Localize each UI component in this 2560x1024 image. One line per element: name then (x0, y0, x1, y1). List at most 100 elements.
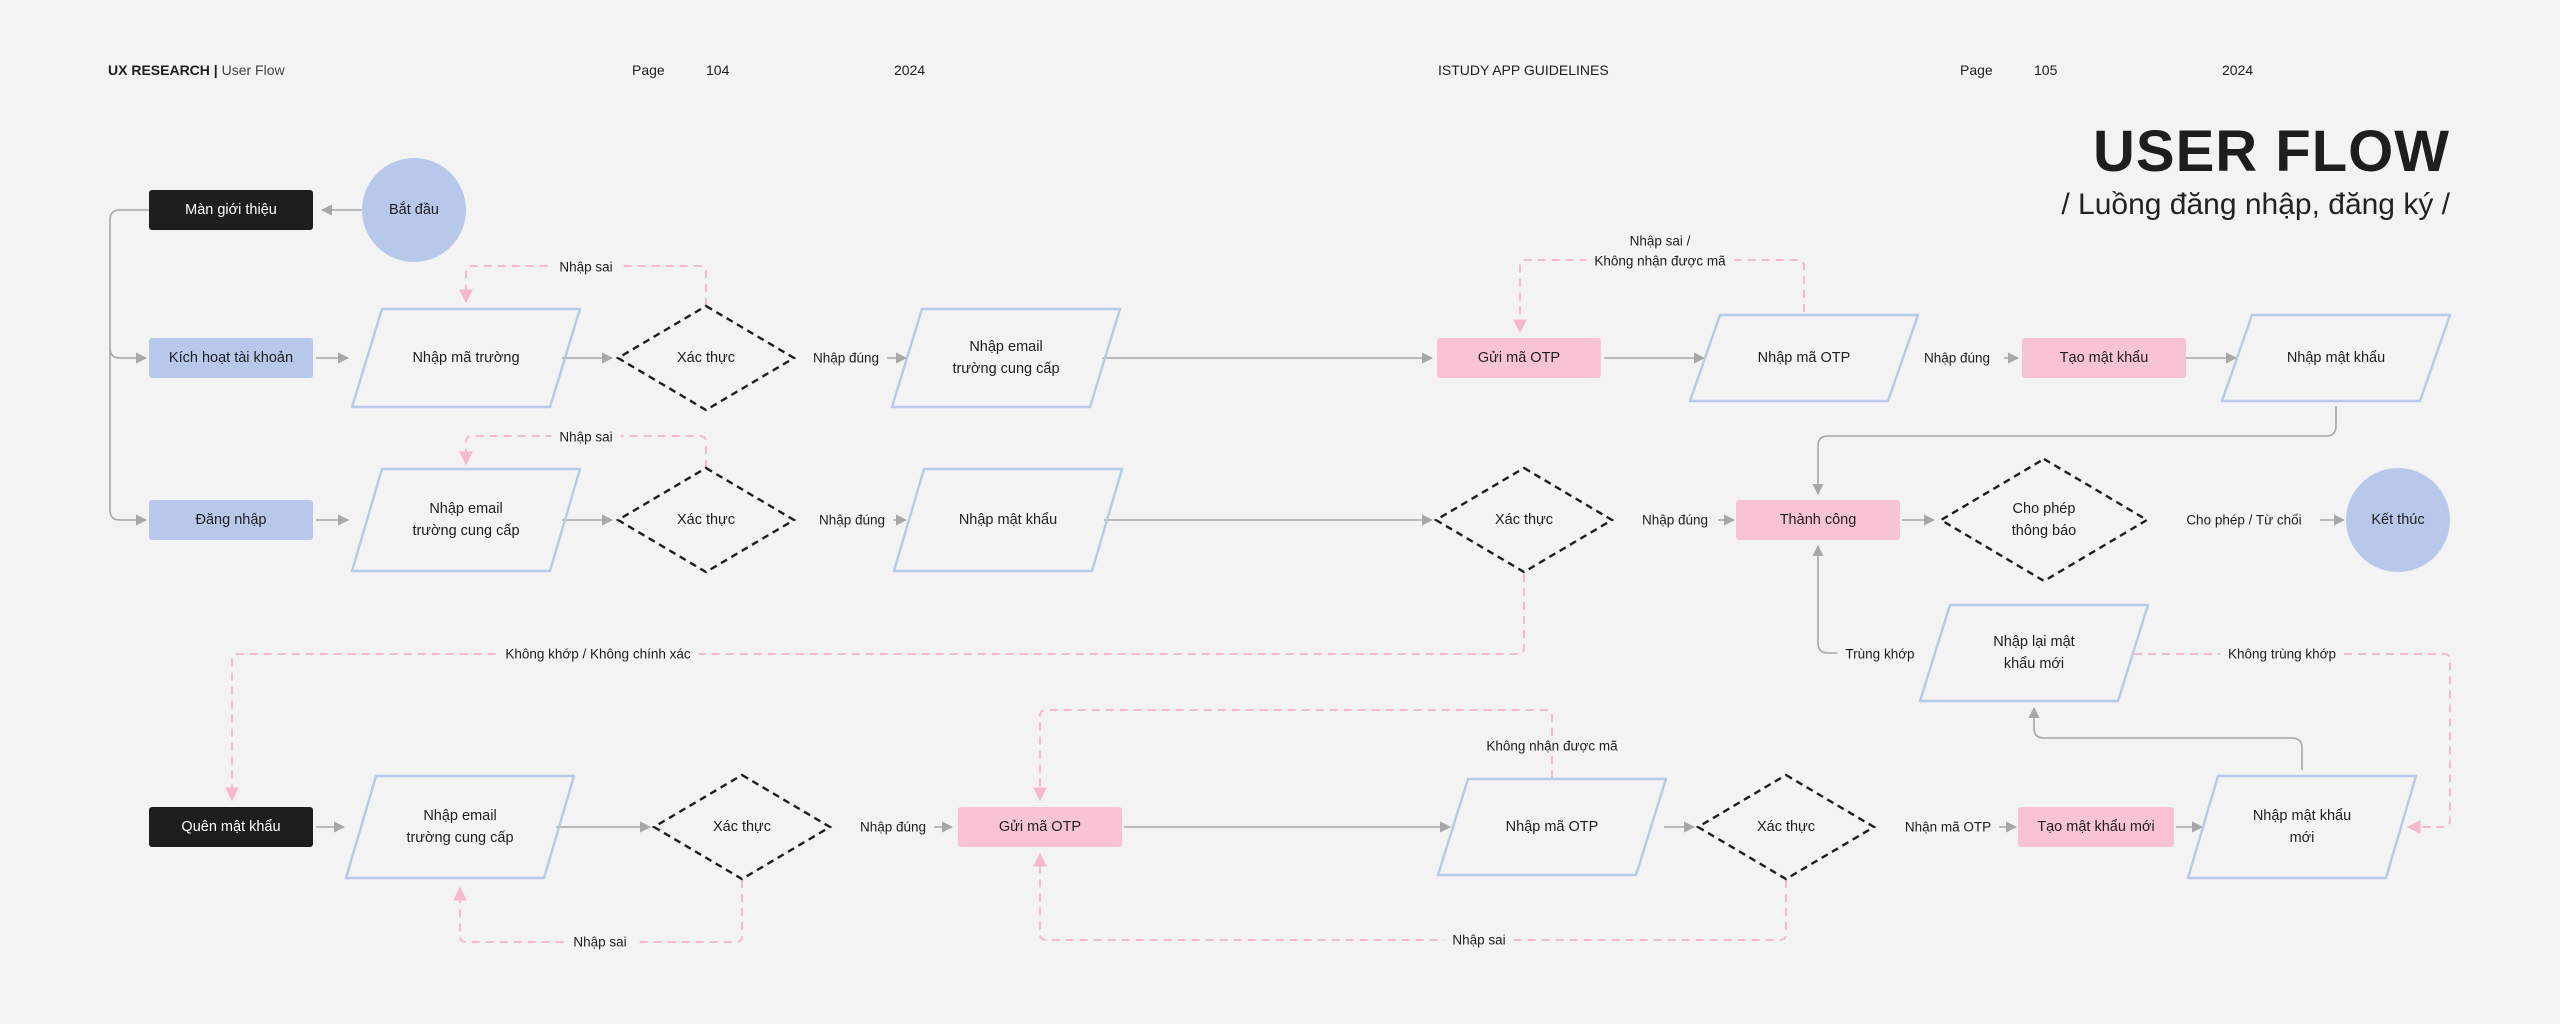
label-backdrop (551, 427, 621, 447)
edge-label-l-r1-ok: Nhập đúng (804, 348, 888, 368)
edge-label-l-match: Trùng khớp (1837, 644, 1923, 664)
header-year-right: 2024 (2222, 62, 2254, 78)
header-section-right: ISTUDY APP GUIDELINES (1438, 62, 1609, 78)
node-label: Nhập mật khẩu (2253, 808, 2351, 824)
edge-label-l-r2-ok2: Nhập đúng (1633, 510, 1717, 530)
node-label: Nhập mã OTP (1506, 819, 1599, 835)
node-r3-verify2: Xác thực (1695, 773, 1877, 881)
node-end: Kết thúc (2346, 468, 2450, 572)
label-backdrop (1896, 817, 2000, 837)
edge-label-text: Nhập đúng (819, 513, 885, 528)
edge-label-text: Nhập đúng (860, 820, 926, 835)
header-year-left: 2024 (894, 62, 926, 78)
io-shape (2186, 774, 2418, 880)
node-label: Xác thực (1757, 819, 1815, 835)
io-shape (1918, 603, 2150, 703)
label-backdrop (1837, 644, 1923, 664)
edge-label-l-r1-otp-ok: Nhập đúng (1915, 348, 1999, 368)
header-page-number-right: 105 (2034, 62, 2058, 78)
page-subtitle: / Luồng đăng nhập, đăng ký / (2061, 188, 2450, 221)
edge-r3-wrong-otp (1033, 852, 1787, 941)
node-label: Nhập mã trường (412, 350, 519, 366)
io-shape (344, 774, 576, 880)
edge-label-text: Nhập sai (1452, 933, 1505, 948)
io-shape (2220, 313, 2452, 403)
io-shape (892, 467, 1124, 573)
node-label: Gửi mã OTP (1478, 350, 1560, 366)
node-r1-otp-input: Nhập mã OTP (1688, 313, 1920, 403)
node-label: Xác thực (677, 350, 735, 366)
process-shape (149, 338, 313, 378)
edge-r2-wrong-loop (459, 435, 707, 468)
process-shape (1736, 500, 1900, 540)
node-r1-otp-send: Gửi mã OTP (1437, 338, 1601, 378)
node-label: Xác thực (713, 819, 771, 835)
node-label: mới (2290, 830, 2315, 846)
edge-label-l-r2-wrong: Nhập sai (551, 427, 621, 447)
header-page-number-left: 104 (706, 62, 730, 78)
edge-reenter-success (1812, 544, 1842, 654)
label-backdrop (810, 510, 894, 530)
edge-label-text: Không nhận được mã (1594, 254, 1726, 269)
node-r3-verify: Xác thực (651, 773, 833, 881)
node-r2-verify: Xác thực (615, 466, 797, 574)
node-label: khẩu mới (2004, 656, 2064, 672)
connectors (109, 204, 2346, 833)
io-shape (350, 467, 582, 573)
node-r1-create-pw: Tạo mật khẩu (2022, 338, 2186, 378)
label-backdrop (1586, 251, 1735, 271)
node-forgot: Quên mật khẩu (149, 807, 313, 847)
edge-branch-login (109, 348, 148, 526)
process-shape (2018, 807, 2174, 847)
node-label: Bắt đầu (389, 201, 439, 218)
edge-label-text: Nhập sai / (1630, 233, 1691, 248)
node-label: Thành công (1780, 512, 1857, 528)
edge-label-text: Nhập sai (559, 260, 612, 275)
node-activate: Kích hoạt tài khoản (149, 338, 313, 378)
process-shape (149, 807, 313, 847)
label-backdrop (497, 644, 699, 664)
edge-label-l-r3-wrong: Nhập sai (565, 932, 635, 952)
node-label: trường cung cấp (952, 361, 1059, 377)
node-r3-create-pw: Tạo mật khẩu mới (2018, 807, 2174, 847)
edge-label-text: Nhập đúng (813, 351, 879, 366)
edge-not-match-newpw (2134, 653, 2451, 834)
edge-newpw-reenter (2028, 706, 2303, 770)
node-intro: Màn giới thiệu (149, 190, 313, 230)
edge-label-text: Nhận mã OTP (1905, 820, 1991, 835)
edge-label-text: Không khớp / Không chính xác (505, 647, 690, 662)
label-backdrop (2178, 510, 2310, 530)
node-r3-new-pw: Nhập mật khẩu mới (2186, 774, 2418, 880)
node-label: thông báo (2012, 523, 2077, 539)
process-shape (149, 500, 313, 540)
decision-shape (651, 773, 833, 881)
decision-shape (615, 304, 797, 412)
edge-label-l-r3-otp-ok: Nhận mã OTP (1896, 817, 2000, 837)
node-r1-pw: Nhập mật khẩu (2220, 313, 2452, 403)
node-label: Xác thực (1495, 512, 1553, 528)
label-backdrop (1621, 231, 1699, 251)
node-label: Kích hoạt tài khoản (169, 350, 293, 366)
label-backdrop (565, 932, 635, 952)
edge-label-l-mismatch: Không khớp / Không chính xác (497, 644, 699, 664)
edge-label-text: Không nhận được mã (1486, 739, 1618, 754)
header-section-left: UX RESEARCH | User Flow (108, 62, 285, 78)
header-page-label-left: Page (632, 62, 665, 78)
io-shape (890, 307, 1122, 409)
node-label: Tạo mật khẩu (2060, 350, 2149, 366)
node-label: Nhập mật khẩu (2287, 350, 2385, 366)
decision-shape (1695, 773, 1877, 881)
node-label: trường cung cấp (406, 830, 513, 846)
node-label: Quên mật khẩu (181, 819, 280, 835)
node-label: Kết thúc (2371, 512, 2424, 528)
node-label: Nhập mật khẩu (959, 512, 1057, 528)
node-label: Màn giới thiệu (185, 202, 277, 218)
node-label: Xác thực (677, 512, 735, 528)
edge-intro-branch-activate (109, 209, 150, 364)
process-shape (1437, 338, 1601, 378)
